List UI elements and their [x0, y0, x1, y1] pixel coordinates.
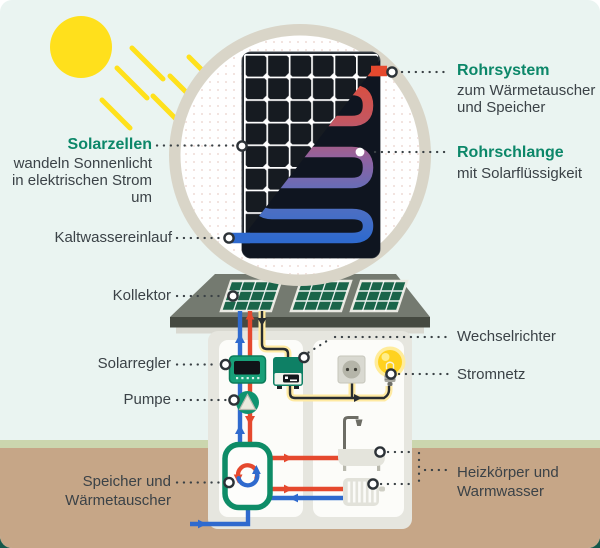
- label-stromnetz: Stromnetz: [457, 366, 526, 383]
- connector-dot: [298, 351, 310, 364]
- label-heizkoerper-warmwasser: Heizkörper und Warmwasser: [457, 463, 559, 501]
- label-line: Wärmetauscher: [65, 492, 171, 509]
- label-line: und Speicher: [457, 99, 546, 116]
- connector-dot: [228, 394, 240, 406]
- heating-pipes: [190, 453, 345, 529]
- storage-tank: [222, 441, 273, 511]
- label-speicher-waermetauscher: Speicher und Wärmetauscher: [65, 472, 171, 510]
- label-line: Speicher und: [82, 473, 171, 490]
- shower-icon: [343, 416, 363, 449]
- heat-exchange-cycle-icon: [233, 463, 261, 488]
- connector-dot: [223, 232, 235, 244]
- label-line: wandeln Sonnenlicht: [13, 155, 152, 172]
- power-socket-icon: [337, 355, 366, 384]
- bathtub-icon: [338, 449, 385, 471]
- label-line: um: [131, 189, 152, 206]
- connector-dot: [385, 368, 397, 380]
- connector-dot: [367, 478, 379, 490]
- power-cable: [257, 311, 393, 402]
- label-kaltwassereinlauf: Kaltwassereinlauf: [54, 229, 172, 246]
- pipe-marker-dot: [355, 147, 365, 157]
- label-kollektor: Kollektor: [112, 287, 171, 304]
- sun-icon: [50, 16, 112, 78]
- connector-dot: [236, 140, 248, 152]
- collector-panel: [349, 279, 409, 313]
- light-bulb-icon: [374, 346, 406, 386]
- connector-dots: [219, 66, 398, 490]
- label-wechselrichter: Wechselrichter: [457, 328, 556, 345]
- label-line: Heizkörper und: [457, 464, 559, 481]
- label-rohrschlange: Rohrschlange: [457, 144, 564, 161]
- label-solarzellen: Solarzellen: [67, 136, 152, 153]
- inverter-device: [273, 357, 303, 389]
- connector-dot: [374, 446, 386, 458]
- pipe-coil: [242, 65, 380, 244]
- label-line: Warmwasser: [457, 483, 544, 500]
- connector-dot: [223, 476, 235, 489]
- solar-panel: [230, 51, 387, 259]
- label-line: zum Wärmetauscher: [457, 82, 596, 99]
- leader-lines: [155, 70, 452, 486]
- connector-dot: [219, 358, 232, 371]
- pump-icon: [236, 391, 259, 414]
- connector-dot: [227, 290, 239, 302]
- label-rohrsystem: Rohrsystem: [457, 62, 550, 79]
- solar-regulator-device: [228, 355, 267, 384]
- label-solarzellen-desc: wandeln Sonnenlicht in elektrischen Stro…: [12, 155, 152, 206]
- label-rohrschlange-desc: mit Solarflüssigkeit: [457, 165, 583, 182]
- label-solarregler: Solarregler: [97, 355, 171, 372]
- connector-dot: [386, 66, 398, 78]
- label-rohrsystem-desc: zum Wärmetauscher und Speicher: [457, 82, 595, 116]
- radiator-icon: [343, 478, 385, 506]
- label-line: in elektrischen Strom: [11, 172, 152, 189]
- label-pumpe: Pumpe: [123, 391, 171, 408]
